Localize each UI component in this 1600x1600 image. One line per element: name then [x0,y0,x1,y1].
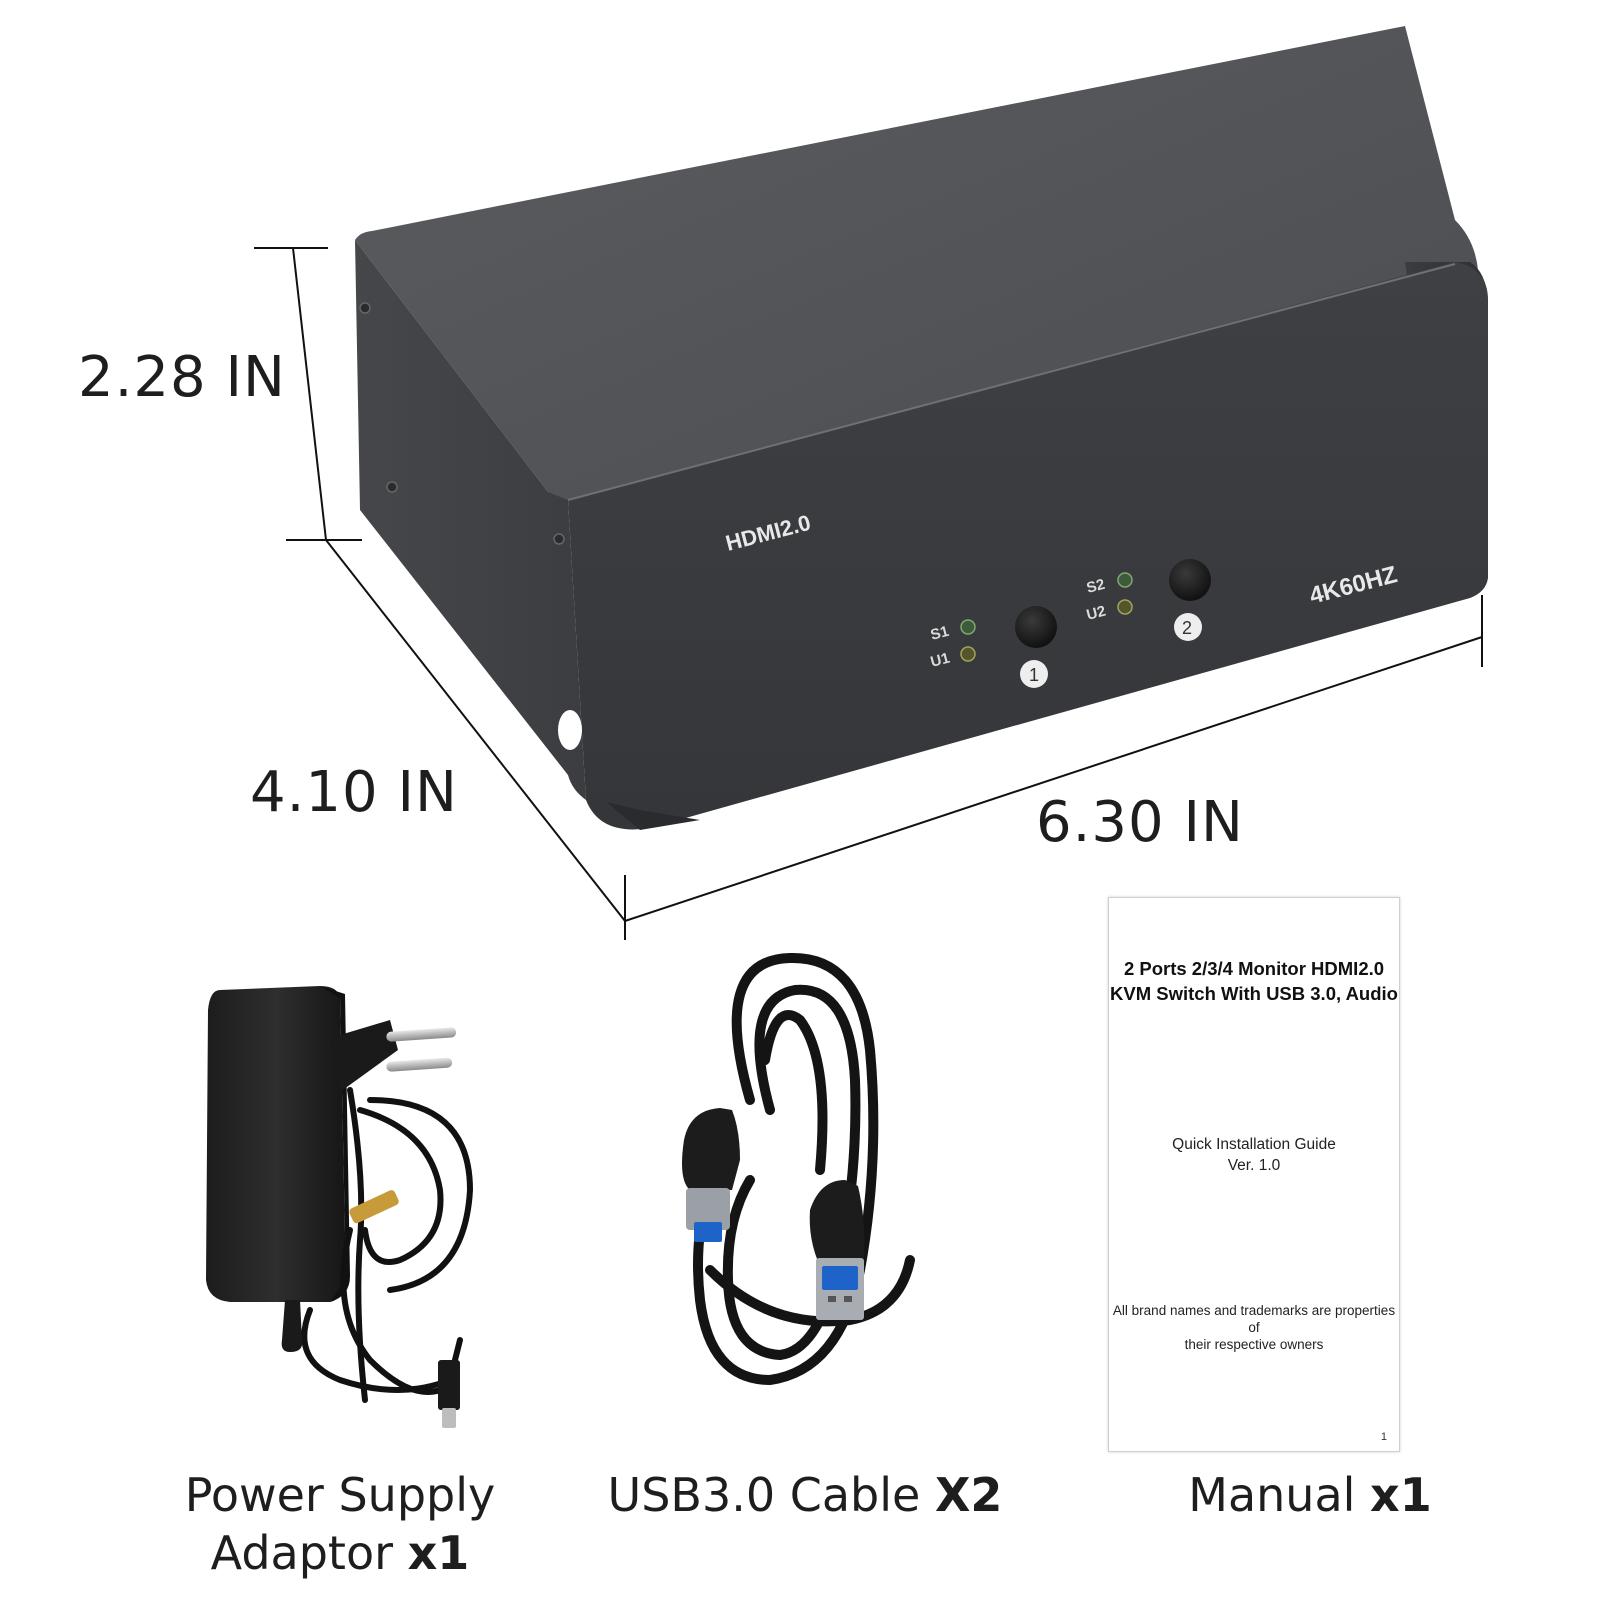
usb-cable-image [682,952,915,1386]
led-u2-icon [1117,599,1133,615]
manual-caption: Manual x1 [1188,1468,1432,1522]
manual-qty: x1 [1370,1468,1432,1522]
led-s1-icon [960,619,976,635]
enclosure-left-side [355,240,586,800]
led-label-u1: U1 [929,650,952,671]
led-u1-icon [960,646,976,662]
usb-cable-caption: USB3.0 Cable X2 [607,1468,1003,1522]
manual-guide-text: Quick Installation Guide Ver. 1.0 [1172,1136,1336,1174]
manual-cover: 2 Ports 2/3/4 Monitor HDMI2.0 KVM Switch… [1108,897,1400,1452]
port2-select-button[interactable] [1169,559,1211,601]
kvm-switch-device: HDMI2.0 4K60HZ S1 U1 1 S2 U2 2 [254,26,1488,940]
power-adapter-image [206,986,474,1428]
led-s2-icon [1117,572,1133,588]
power-supply-qty: x1 [407,1526,470,1580]
led-label-s1: S1 [929,623,951,644]
enclosure-top [355,26,1478,500]
sticker [558,710,582,750]
dimension-lines [254,247,1483,940]
port1-select-button[interactable] [1015,606,1057,648]
manual-page-number: 1 [1380,1431,1387,1443]
manual-title: 2 Ports 2/3/4 Monitor HDMI2.0 KVM Switch… [1110,958,1398,1004]
enclosure-front [568,262,1488,830]
led-label-u2: U2 [1085,603,1108,624]
screw-icon [359,302,371,314]
port2-number: 2 [1182,618,1192,638]
power-supply-caption: Power Supply Adaptor x1 [184,1468,496,1580]
screw-icon [553,533,565,545]
height-dimension-label: 2.28 IN [78,345,286,410]
manual-legal-text: All brand names and trademarks are prope… [1112,1303,1396,1352]
led-label-s2: S2 [1085,576,1107,597]
screw-icon [386,481,398,493]
width-dimension-label: 6.30 IN [1036,790,1244,855]
usb-cable-qty: X2 [934,1468,1003,1522]
depth-dimension-label: 4.10 IN [250,760,458,825]
port1-number: 1 [1029,665,1039,685]
